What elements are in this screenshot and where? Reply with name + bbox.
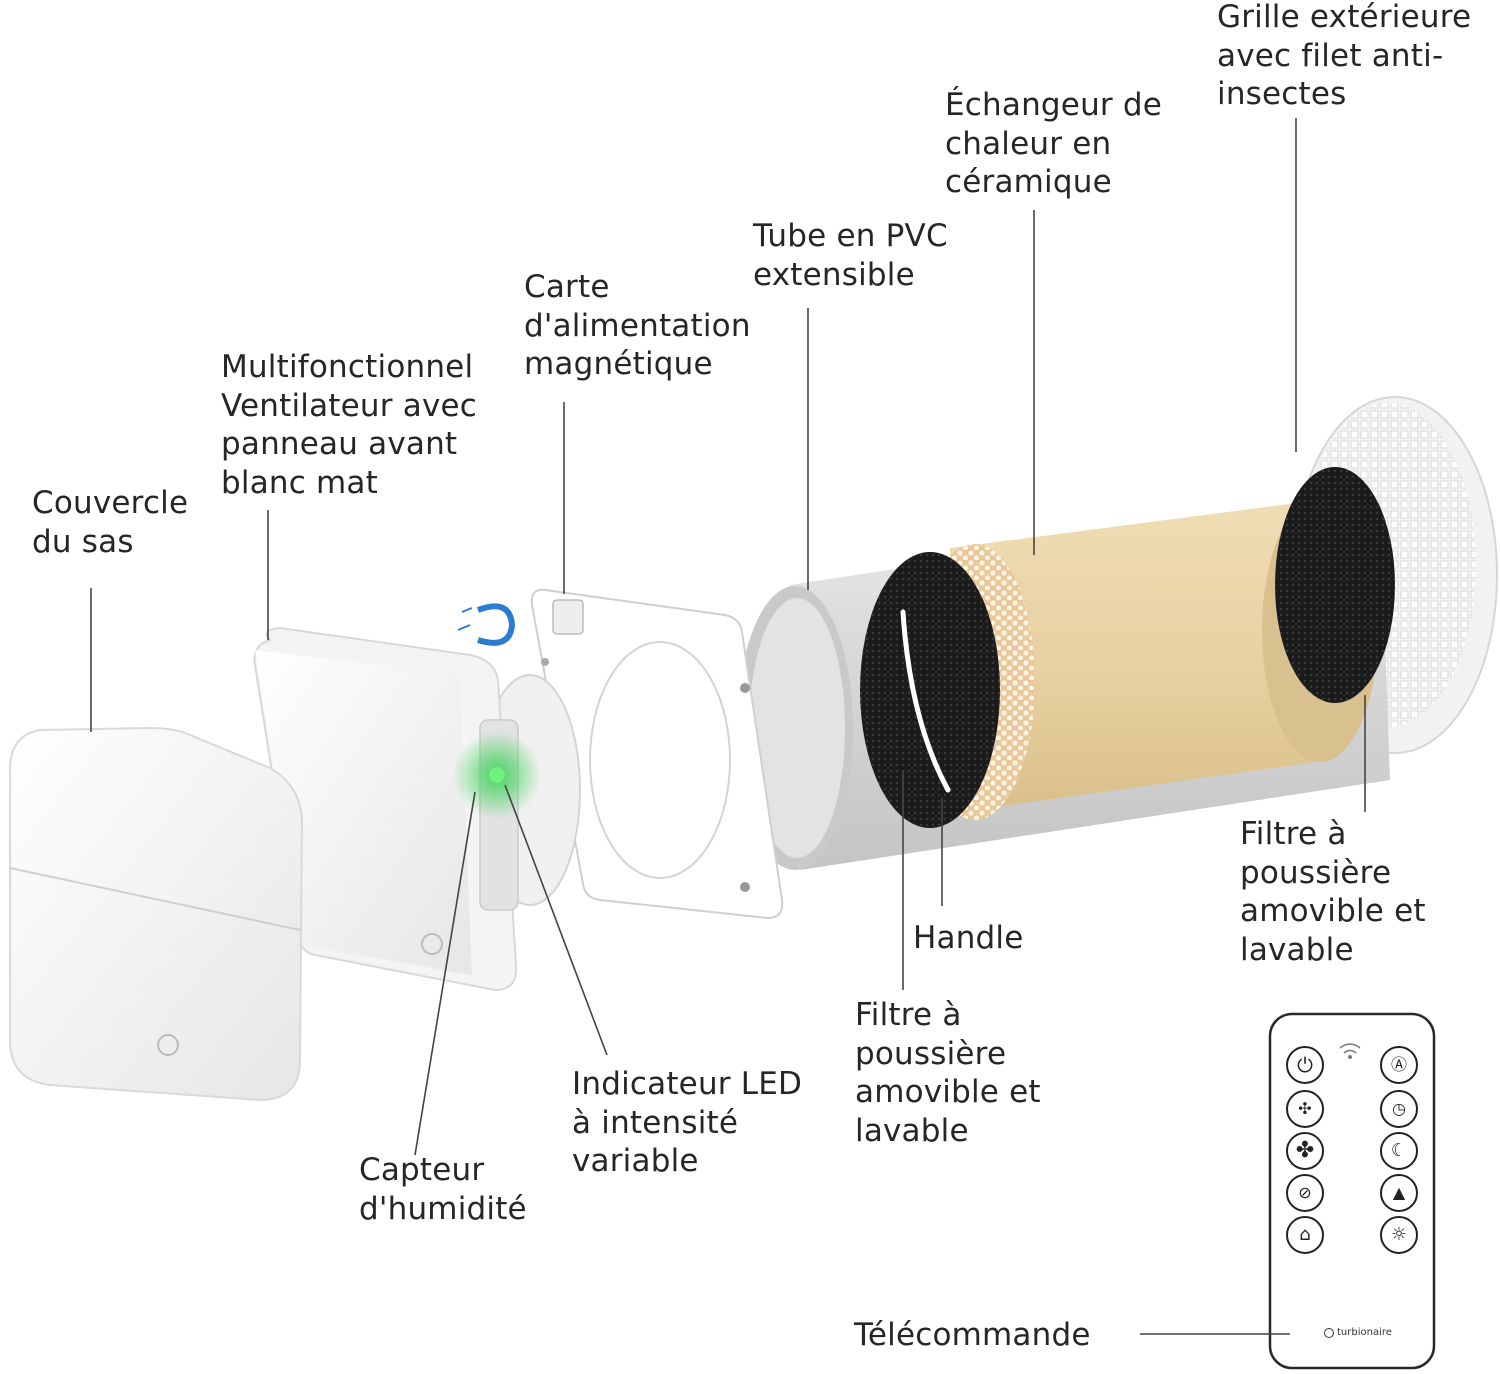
brand-name: turbionaire bbox=[1337, 1327, 1392, 1338]
fan-low-icon[interactable]: ✣ bbox=[1286, 1090, 1324, 1128]
remote-brand: turbionaire bbox=[1324, 1327, 1392, 1339]
night-mode-icon[interactable]: ☾ bbox=[1380, 1132, 1418, 1170]
label-led: Indicateur LED à intensité variable bbox=[572, 1066, 803, 1179]
label-filtre-bas: Filtre à poussière amovible et lavable bbox=[855, 997, 1041, 1149]
label-echangeur: Échangeur de chaleur en céramique bbox=[945, 87, 1163, 200]
leader-led bbox=[504, 784, 608, 1056]
leader-lines bbox=[90, 118, 1366, 1335]
leader-capteur bbox=[414, 791, 476, 1156]
label-grille: Grille extérieure avec filet anti- insec… bbox=[1217, 0, 1472, 112]
rear-dust-filter bbox=[1275, 467, 1395, 703]
light-icon[interactable]: ☼ bbox=[1380, 1216, 1418, 1254]
led-indicator bbox=[453, 731, 541, 819]
alarm-icon[interactable]: ▲ bbox=[1380, 1174, 1418, 1212]
label-filtre-droite: Filtre à poussière amovible et lavable bbox=[1240, 816, 1426, 968]
airlock-cover bbox=[9, 726, 304, 1102]
home-icon[interactable]: ⌂ bbox=[1286, 1216, 1324, 1254]
label-carte: Carte d'alimentation magnétique bbox=[524, 269, 751, 382]
label-tube: Tube en PVC extensible bbox=[753, 218, 948, 293]
magnetic-power-board bbox=[530, 588, 784, 920]
fan-high-icon[interactable]: ✤ bbox=[1286, 1132, 1324, 1170]
fan-off-icon[interactable]: ⊘ bbox=[1286, 1174, 1324, 1212]
label-handle: Handle bbox=[913, 920, 1024, 956]
fan-unit bbox=[253, 626, 581, 992]
auto-mode-icon[interactable]: Ⓐ bbox=[1380, 1046, 1418, 1084]
magnet-icon bbox=[457, 603, 516, 646]
label-couvercle: Couvercle du sas bbox=[32, 485, 189, 560]
timer-icon[interactable]: ◷ bbox=[1380, 1090, 1418, 1128]
power-icon[interactable]: ⏻ bbox=[1286, 1046, 1324, 1084]
label-capteur: Capteur d'humidité bbox=[359, 1152, 527, 1227]
brand-logo-icon bbox=[1324, 1327, 1334, 1338]
label-telecommande: Télécommande bbox=[854, 1317, 1091, 1353]
front-dust-filter bbox=[860, 552, 1000, 828]
label-ventilateur: Multifonctionnel Ventilateur avec pannea… bbox=[221, 349, 478, 501]
